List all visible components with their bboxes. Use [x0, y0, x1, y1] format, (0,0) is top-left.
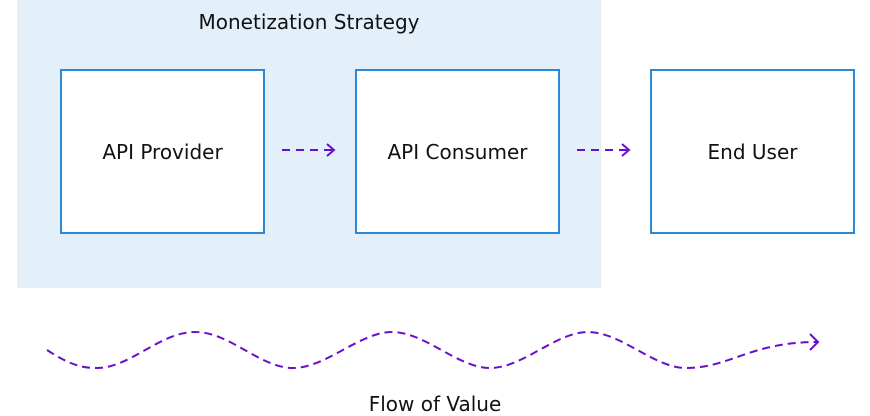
flow-of-value-wave	[46, 330, 819, 370]
node-end-user: End User	[650, 69, 855, 234]
connectors	[46, 143, 820, 370]
arrowhead-icon	[809, 333, 820, 351]
node-api-consumer: API Consumer	[355, 69, 560, 234]
node-api-provider: API Provider	[60, 69, 265, 234]
node-label: API Consumer	[387, 139, 528, 164]
flow-caption: Flow of Value	[368, 392, 502, 416]
group-title: Monetization Strategy	[198, 10, 420, 34]
arrowhead-icon	[326, 143, 336, 157]
node-label: API Provider	[102, 139, 223, 164]
arrowhead-icon	[621, 143, 631, 157]
node-label: End User	[707, 139, 798, 164]
